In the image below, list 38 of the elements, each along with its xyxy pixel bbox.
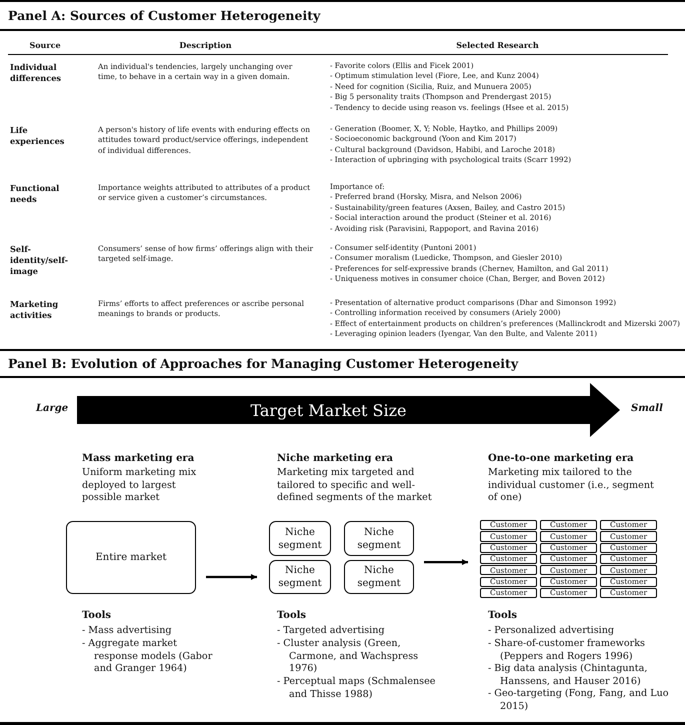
axis-end-label: Large [36,403,70,415]
era-heading: Mass marketing era [82,453,196,465]
column-header: Selected Research [455,41,540,51]
era-description: Marketing mix targeted and tailored to specific and well-defined segments of the market [277,467,432,505]
tools-heading: Tools [277,610,308,622]
list-item: - Personalized advertising [488,625,616,638]
arrow [206,574,257,580]
market-box: Entire market [66,521,196,594]
era-heading: Niche marketing era [277,453,394,465]
list-item: - Targeted advertising [277,625,386,638]
list-item: - Share-of-customer frameworks (Peppers and Rogers 1996) [488,638,646,664]
era-description: Marketing mix tailored to the individual customer (i.e., segment of one) [488,467,655,505]
era-description: Uniform marketing mix deployed to largest possible market [82,467,198,505]
tools-heading: Tools [82,610,112,622]
arrow [424,559,468,566]
list-item: - Cluster analysis (Green, Carmone, and Wachspress 1976) [277,638,420,676]
column-header: Description [178,41,233,51]
list-item: - Geo-targeting (Fong, Fang, and Luo 2015) [488,688,670,714]
row-heading: Life experiences [10,125,66,148]
segment-box: Niche segment [344,560,414,594]
list-item: - Aggregate market response models (Gabor and Granger 1964) [82,638,214,676]
panel-heading: Panel A: Sources of Customer Heterogeneity [8,8,322,23]
column-header: Source [28,41,62,51]
row-heading: Individual differences [10,62,62,84]
segment-box: Niche segment [269,521,331,556]
block-arrow: Target Market Size [77,383,620,437]
tools-heading: Tools [488,610,518,622]
segment-box: Niche segment [344,521,414,556]
segment-box: Niche segment [269,560,331,594]
era-heading: One-to-one marketing era [488,453,635,465]
panel-heading: Panel B: Evolution of Approaches for Managing Customer Heterogeneity [8,356,520,371]
axis-end-label: Small [631,403,664,415]
list-item: - Perceptual maps (Schmalensee and Thisse 1988) [277,676,436,702]
row-heading: Marketing activities [10,299,60,322]
list-item: - Mass advertising [82,625,173,638]
row-heading: Self-identity/self-image [10,244,69,278]
row-heading: Functional needs [10,183,60,206]
list-item: - Big data analysis (Chintagunta, Hanssens, and Hauser 2016) [488,663,648,688]
